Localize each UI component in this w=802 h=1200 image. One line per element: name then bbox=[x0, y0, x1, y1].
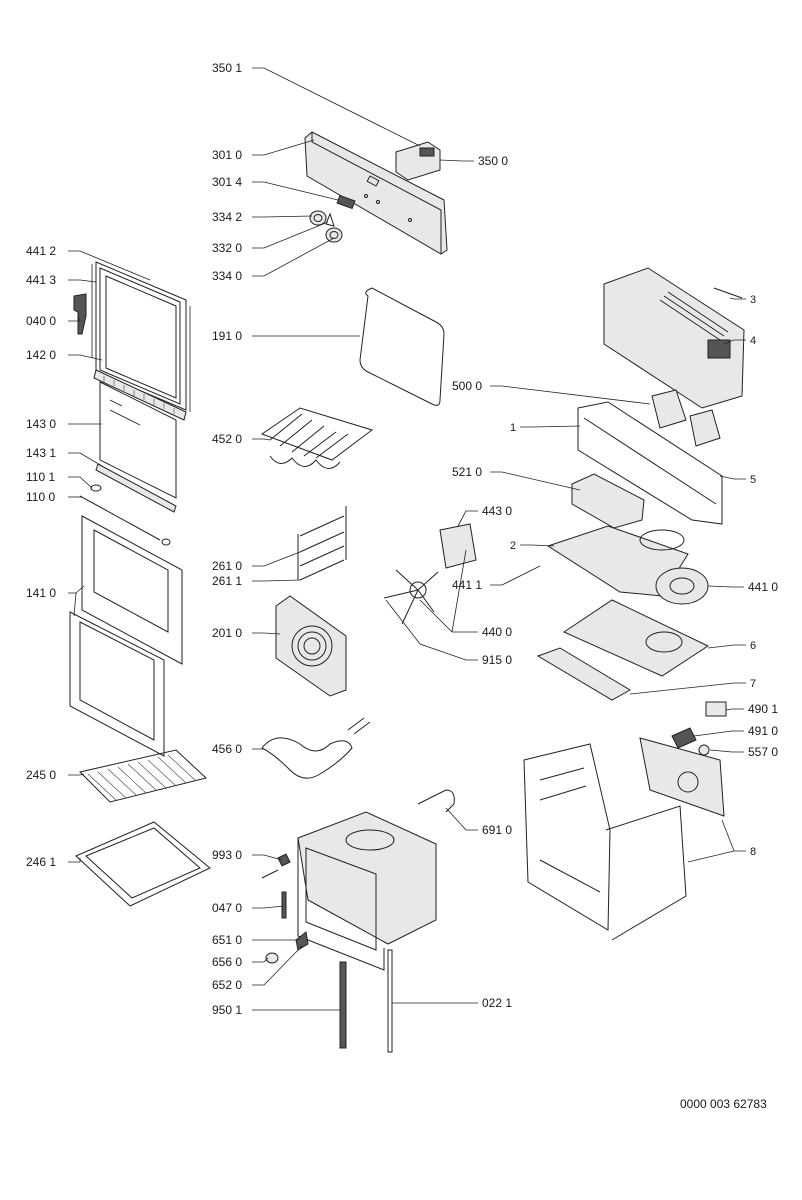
label-440-0: 440 0 bbox=[482, 625, 512, 639]
label-301-0: 301 0 bbox=[212, 148, 242, 162]
leader-lines bbox=[68, 67, 746, 1011]
label-691-0: 691 0 bbox=[482, 823, 512, 837]
label-443-0: 443 0 bbox=[482, 504, 512, 518]
label-441-0: 441 0 bbox=[748, 580, 778, 594]
label-334-2: 334 2 bbox=[212, 210, 242, 224]
right-components bbox=[523, 267, 745, 941]
label-8: 8 bbox=[750, 846, 756, 858]
label-143-0: 143 0 bbox=[26, 417, 56, 431]
label-261-1: 261 1 bbox=[212, 574, 242, 588]
label-993-0: 993 0 bbox=[212, 848, 242, 862]
label-7: 7 bbox=[750, 678, 756, 690]
label-441-1: 441 1 bbox=[452, 578, 482, 592]
label-6: 6 bbox=[750, 640, 756, 652]
label-490-1: 490 1 bbox=[748, 702, 778, 716]
label-915-0: 915 0 bbox=[482, 653, 512, 667]
door-assembly bbox=[69, 261, 191, 757]
oven-internals bbox=[260, 287, 477, 1053]
label-245-0: 245 0 bbox=[26, 768, 56, 782]
label-110-1: 110 1 bbox=[26, 470, 55, 484]
label-651-0: 651 0 bbox=[212, 933, 242, 947]
label-491-0: 491 0 bbox=[748, 724, 778, 738]
label-201-0: 201 0 bbox=[212, 626, 242, 640]
label-040-0: 040 0 bbox=[26, 314, 56, 328]
label-022-1: 022 1 bbox=[482, 996, 512, 1010]
part-number-labels: 350 1 301 0 301 4 334 2 332 0 334 0 350 … bbox=[26, 61, 778, 1111]
rack-and-tray bbox=[75, 749, 211, 907]
label-334-0: 334 0 bbox=[212, 269, 242, 283]
label-1: 1 bbox=[510, 422, 516, 434]
label-656-0: 656 0 bbox=[212, 955, 242, 969]
label-261-0: 261 0 bbox=[212, 559, 242, 573]
label-110-0: 110 0 bbox=[26, 490, 55, 504]
label-441-3: 441 3 bbox=[26, 273, 56, 287]
drawing-number: 0000 003 62783 bbox=[680, 1097, 767, 1111]
label-557-0: 557 0 bbox=[748, 745, 778, 759]
label-191-0: 191 0 bbox=[212, 329, 242, 343]
label-521-0: 521 0 bbox=[452, 465, 482, 479]
label-141-0: 141 0 bbox=[26, 586, 56, 600]
label-3: 3 bbox=[750, 294, 756, 306]
label-950-1: 950 1 bbox=[212, 1003, 242, 1017]
label-441-2: 441 2 bbox=[26, 244, 56, 258]
label-142-0: 142 0 bbox=[26, 348, 56, 362]
label-456-0: 456 0 bbox=[212, 742, 242, 756]
label-350-0: 350 0 bbox=[478, 154, 508, 168]
label-5: 5 bbox=[750, 474, 756, 486]
label-4: 4 bbox=[750, 335, 756, 347]
label-452-0: 452 0 bbox=[212, 432, 242, 446]
label-143-1: 143 1 bbox=[26, 446, 56, 460]
label-500-0: 500 0 bbox=[452, 379, 482, 393]
label-652-0: 652 0 bbox=[212, 978, 242, 992]
label-047-0: 047 0 bbox=[212, 901, 242, 915]
label-332-0: 332 0 bbox=[212, 241, 242, 255]
label-246-1: 246 1 bbox=[26, 855, 56, 869]
label-301-4: 301 4 bbox=[212, 175, 242, 189]
control-panel-group bbox=[304, 131, 448, 255]
label-2: 2 bbox=[510, 540, 516, 552]
label-350-1: 350 1 bbox=[212, 61, 242, 75]
